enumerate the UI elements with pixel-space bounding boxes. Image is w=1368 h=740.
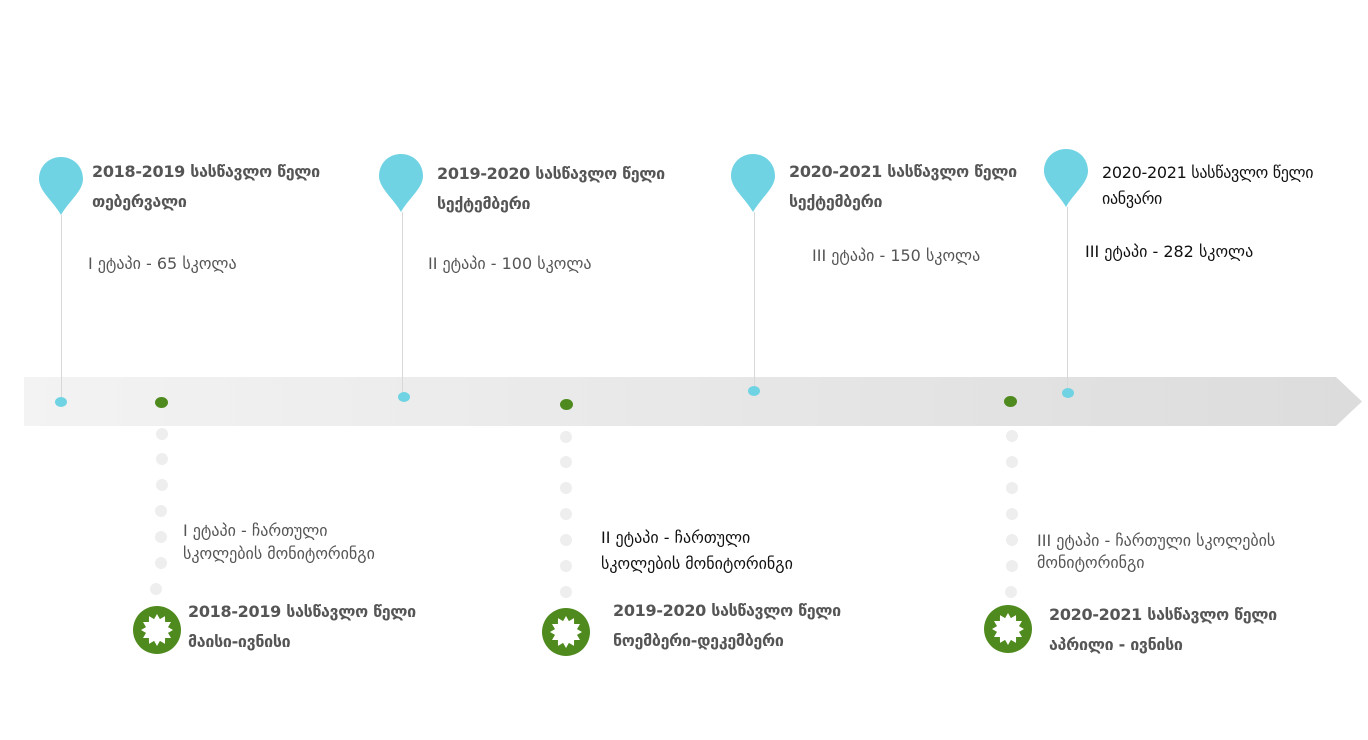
dotted-connector	[560, 534, 572, 546]
timeline-marker	[55, 397, 67, 407]
timeline-marker	[398, 392, 410, 402]
timeline-marker	[155, 397, 168, 408]
dotted-connector	[155, 531, 167, 543]
event-title: 2020-2021 სასწავლო წელი	[1102, 163, 1314, 182]
connector-line	[61, 215, 62, 400]
event-title: 2018-2019 სასწავლო წელი	[92, 162, 320, 181]
dotted-connector	[156, 479, 168, 491]
event-stage: მონიტორინგი	[1037, 553, 1145, 572]
connector-line	[754, 212, 755, 388]
timeline-arrow-bar	[24, 377, 1362, 426]
event-stage: სკოლების მონიტორინგი	[601, 554, 793, 573]
dotted-connector	[560, 482, 572, 494]
dotted-connector	[560, 508, 572, 520]
dotted-connector	[1006, 456, 1018, 468]
event-period: იანვარი	[1102, 189, 1163, 208]
event-period: მაისი-ივნისი	[188, 632, 291, 651]
connector-line	[1067, 207, 1068, 390]
event-stage: III ეტაპი - 282 სკოლა	[1085, 242, 1254, 261]
starburst-badge-icon	[542, 608, 590, 656]
dotted-connector	[155, 557, 167, 569]
dotted-connector	[560, 431, 572, 443]
timeline-marker	[560, 399, 573, 410]
dotted-connector	[560, 586, 572, 598]
dotted-connector	[1005, 586, 1017, 598]
event-title: 2019-2020 სასწავლო წელი	[437, 164, 665, 183]
event-period: აპრილი - ივნისი	[1049, 635, 1183, 654]
dotted-connector	[156, 428, 168, 440]
event-stage: I ეტაპი - ჩართული	[183, 521, 328, 540]
map-pin-icon	[1044, 149, 1088, 209]
event-title: 2020-2021 სასწავლო წელი	[789, 162, 1017, 181]
connector-line	[402, 212, 403, 394]
event-period: სექტემბერი	[437, 194, 531, 213]
dotted-connector	[1006, 482, 1018, 494]
event-title: 2018-2019 სასწავლო წელი	[188, 602, 416, 621]
dotted-connector	[560, 456, 572, 468]
dotted-connector	[1006, 508, 1018, 520]
dotted-connector	[1006, 430, 1018, 442]
event-period: თებერვალი	[92, 192, 187, 211]
event-stage: სკოლების მონიტორინგი	[183, 544, 375, 563]
map-pin-icon	[39, 157, 83, 217]
event-stage: I ეტაპი - 65 სკოლა	[88, 254, 237, 273]
timeline-marker	[1062, 388, 1074, 398]
event-stage: III ეტაპი - ჩართული სკოლების	[1037, 531, 1276, 550]
starburst-badge-icon	[984, 605, 1032, 653]
timeline-marker	[1004, 396, 1017, 407]
event-period: სექტემბერი	[789, 192, 883, 211]
event-stage: II ეტაპი - ჩართული	[601, 528, 751, 547]
event-period: ნოემბერი-დეკემბერი	[613, 631, 784, 650]
dotted-connector	[1006, 560, 1018, 572]
dotted-connector	[560, 560, 572, 572]
event-title: 2020-2021 სასწავლო წელი	[1049, 605, 1277, 624]
map-pin-icon	[379, 154, 423, 214]
dotted-connector	[155, 505, 167, 517]
event-title: 2019-2020 სასწავლო წელი	[613, 601, 841, 620]
starburst-badge-icon	[133, 606, 181, 654]
dotted-connector	[156, 453, 168, 465]
dotted-connector	[150, 583, 162, 595]
event-stage: III ეტაპი - 150 სკოლა	[812, 246, 981, 265]
event-stage: II ეტაპი - 100 სკოლა	[428, 254, 592, 273]
timeline-marker	[748, 386, 760, 396]
map-pin-icon	[731, 154, 775, 214]
dotted-connector	[1006, 534, 1018, 546]
